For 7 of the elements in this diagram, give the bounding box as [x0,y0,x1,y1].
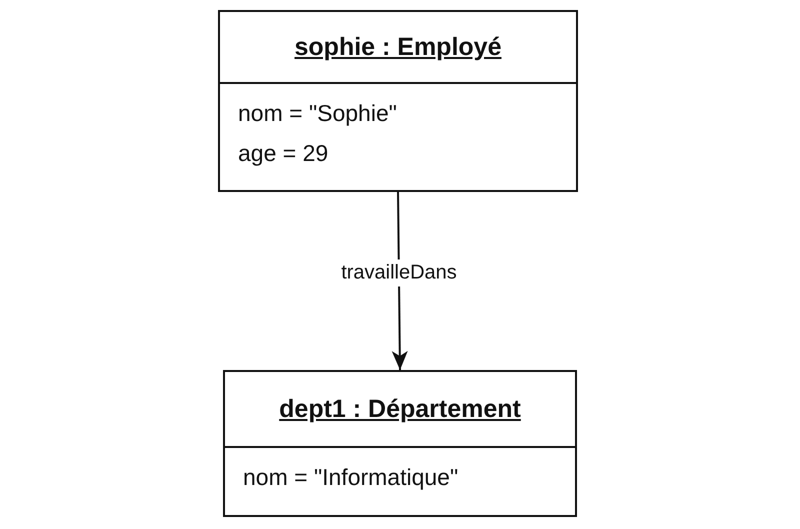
object-name: dept1 : Département [279,394,521,424]
attribute-text: nom = "Informatique" [243,463,460,492]
object-box [223,370,577,517]
attribute-text: age = 29 [238,139,330,168]
object-box [218,10,578,192]
attribute-text: nom = "Sophie" [238,99,398,128]
object-name: sophie : Employé [294,32,502,62]
